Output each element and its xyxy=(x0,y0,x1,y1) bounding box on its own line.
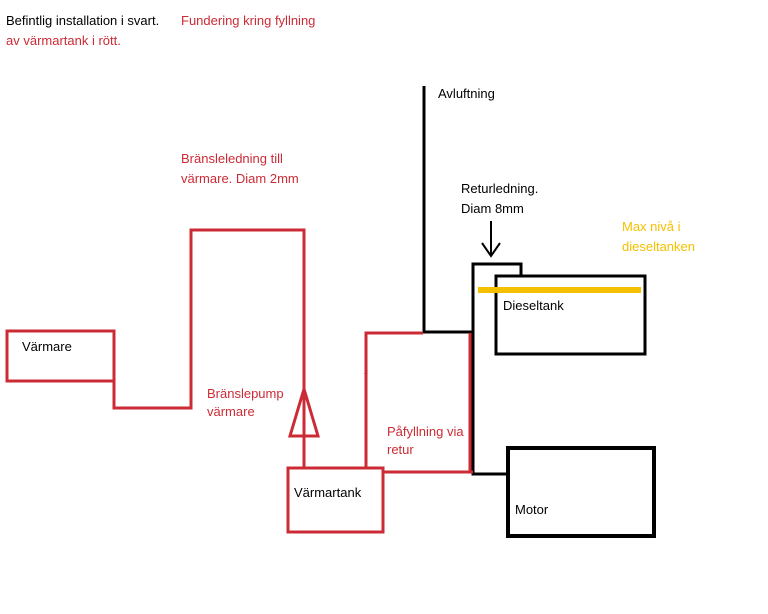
filling-label-2: retur xyxy=(387,442,414,457)
heater-label: Värmare xyxy=(22,339,72,354)
filling-label-1: Påfyllning via xyxy=(387,424,464,439)
diesel-tank-label: Dieseltank xyxy=(503,298,564,313)
proposed-installation xyxy=(5,228,473,534)
heater-tank-box xyxy=(286,466,385,534)
heater-tank-label: Värmartank xyxy=(294,485,362,500)
small-mark: f xyxy=(364,368,368,383)
motor-label: Motor xyxy=(515,502,549,517)
diesel-tank xyxy=(494,274,647,356)
return-arrow-head xyxy=(481,242,501,258)
fuel-pump-label-2: värmare xyxy=(207,404,255,419)
fuel-pump-symbol xyxy=(287,383,321,438)
heater-fuel-line xyxy=(112,228,306,468)
heater-box xyxy=(5,329,116,383)
header-black-text: Befintlig installation i svart. xyxy=(6,13,159,28)
fuel-line-label-1: Bränsleledning till xyxy=(181,151,283,166)
max-level-label-2: dieseltanken xyxy=(622,239,695,254)
max-level-label-1: Max nivå i xyxy=(622,219,681,234)
filling-line xyxy=(364,331,423,468)
return-line-label-2: Diam 8mm xyxy=(461,201,524,216)
motor-box xyxy=(506,446,656,538)
fuel-pump-label-1: Bränslepump xyxy=(207,386,284,401)
fuel-line-label-2: värmare. Diam 2mm xyxy=(181,171,299,186)
vent-label: Avluftning xyxy=(438,86,495,101)
header-red-text-line2: av värmartank i rött. xyxy=(6,33,121,48)
return-line-label-1: Returledning. xyxy=(461,181,538,196)
existing-installation xyxy=(422,86,656,538)
return-pipe xyxy=(471,262,523,476)
header-red-text-line1: Fundering kring fyllning xyxy=(181,13,315,28)
